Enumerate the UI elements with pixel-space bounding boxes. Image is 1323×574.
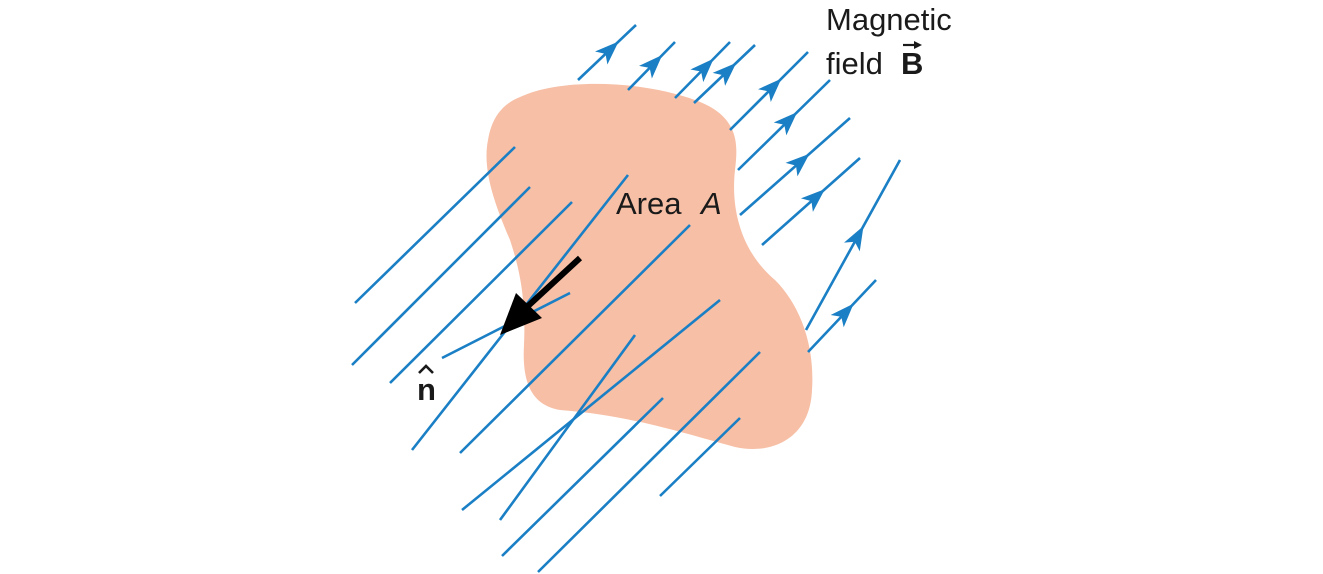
field-arrowhead-3 <box>690 58 714 83</box>
field-line-lower-3 <box>389 201 573 384</box>
field-label-line2: field <box>826 46 883 81</box>
field-arrowhead-4 <box>712 62 737 86</box>
field-label-line1: Magnetic <box>826 2 952 37</box>
area-symbol-a: A <box>699 186 722 221</box>
field-line-lower-8 <box>498 334 637 521</box>
field-line-upper-6 <box>737 79 831 171</box>
field-line-lower-9 <box>501 397 664 557</box>
vector-arrow-over-b <box>903 41 922 49</box>
field-symbol-b: B <box>901 46 923 81</box>
normal-label-n: n <box>417 372 436 407</box>
field-line-upper-8 <box>761 157 861 246</box>
field-arrowhead-1 <box>594 41 619 65</box>
field-line-upper-9 <box>804 159 902 331</box>
field-arrowhead-5 <box>758 78 782 102</box>
hat-over-n <box>418 364 434 374</box>
field-arrowhead-7 <box>785 153 810 177</box>
field-line-lower-2 <box>351 186 531 366</box>
field-line-lower-7 <box>461 298 721 512</box>
field-arrowhead-2 <box>639 55 663 79</box>
field-line-lower-10 <box>537 351 761 573</box>
field-line-lower-1 <box>354 146 516 304</box>
normal-vector-arrow <box>500 255 583 335</box>
field-line-lower-6 <box>459 224 691 454</box>
field-arrowhead-9 <box>844 225 864 252</box>
field-line-upper-7 <box>739 117 851 216</box>
field-line-lower-11 <box>659 417 741 497</box>
field-arrowhead-8 <box>800 189 825 212</box>
field-arrowhead-6 <box>773 112 798 136</box>
field-arrowhead-10 <box>830 303 854 328</box>
area-label: Area <box>616 186 682 221</box>
